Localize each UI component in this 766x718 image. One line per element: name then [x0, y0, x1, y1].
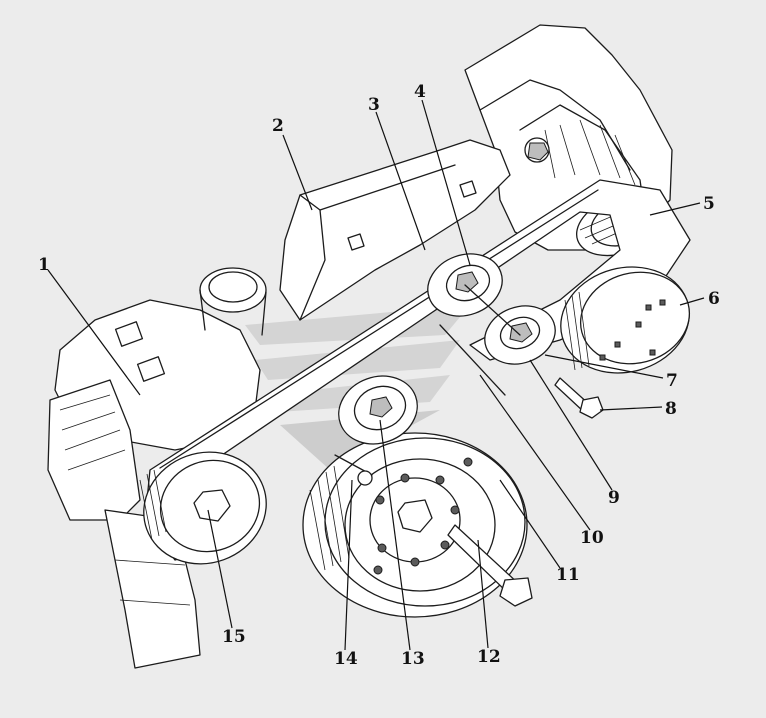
callout-2: 2: [272, 116, 284, 136]
callout-7: 7: [666, 371, 678, 391]
callout-15: 15: [222, 627, 246, 647]
callout-6: 6: [708, 289, 720, 309]
callout-4: 4: [414, 82, 426, 102]
callout-10: 10: [580, 528, 604, 548]
bolt-8: [554, 377, 604, 419]
tensioner-pulley: [427, 253, 556, 396]
idler-pulley-13: [334, 375, 418, 486]
callout-labels: 1 2 3 4 5 6 7 8 9 10 11 12 13 14 15: [38, 82, 720, 669]
callout-5: 5: [703, 194, 715, 214]
water-pump-pulley: [139, 451, 267, 565]
crankshaft-pulley: [302, 432, 533, 618]
callout-14: 14: [334, 649, 358, 669]
callout-1: 1: [38, 255, 50, 275]
callout-9: 9: [608, 488, 620, 508]
leader-lines: [47, 99, 705, 651]
callout-8: 8: [665, 399, 677, 419]
callout-13: 13: [401, 649, 425, 669]
idler-pulley-6: [560, 266, 691, 374]
callout-11: 11: [556, 565, 580, 585]
mounting-bracket: [279, 139, 511, 321]
callout-12: 12: [477, 647, 501, 667]
callout-3: 3: [368, 95, 380, 115]
